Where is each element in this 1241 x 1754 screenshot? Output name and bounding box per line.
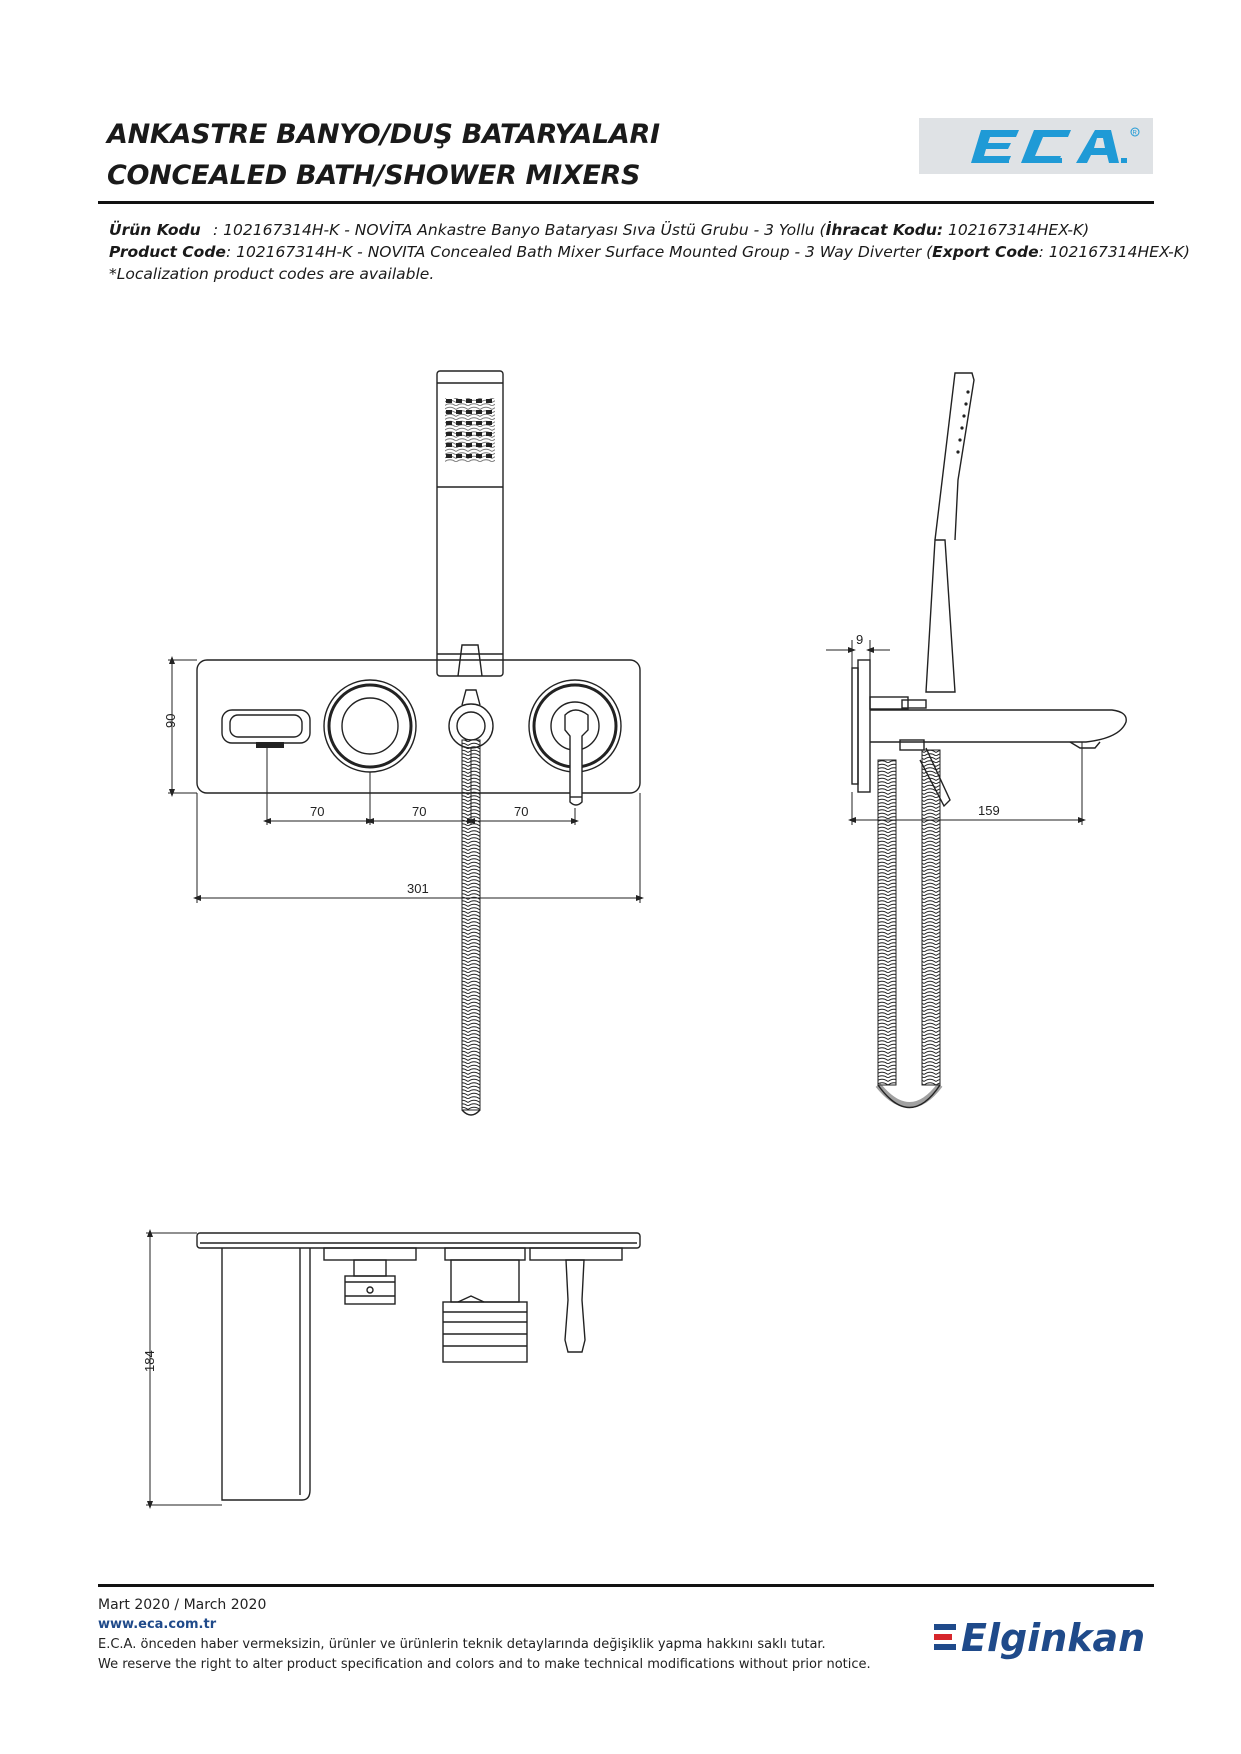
page-title: ANKASTRE BANYO/DUŞ BATARYALARI CONCEALED…	[107, 114, 660, 196]
website-link[interactable]: www.eca.com.tr	[98, 1617, 217, 1632]
dim-depth-184: 184	[142, 1350, 157, 1372]
dim-height-90: 90	[163, 714, 178, 728]
product-codes: Ürün Kodu: 102167314H-K - NOVİTA Ankastr…	[109, 219, 1190, 285]
dim-spacing-3: 70	[514, 804, 528, 819]
elginkan-logo: Elginkan	[934, 1612, 1154, 1662]
front-plate	[196, 659, 641, 794]
dim-spacing-1: 70	[310, 804, 324, 819]
top-view	[146, 1229, 641, 1509]
disclaimer-turkish: E.C.A. önceden haber vermeksizin, ürünle…	[98, 1637, 826, 1652]
dim-total-301: 301	[407, 881, 429, 896]
footer: Mart 2020 / March 2020 www.eca.com.tr E.…	[98, 1595, 871, 1675]
header-divider	[98, 201, 1154, 204]
front-dimensions	[168, 656, 644, 903]
product-code-tr: Ürün Kodu: 102167314H-K - NOVİTA Ankastr…	[109, 221, 1090, 239]
title-turkish: ANKASTRE BANYO/DUŞ BATARYALARI	[107, 119, 660, 150]
hand-shower	[436, 370, 504, 677]
dim-projection-159: 159	[978, 803, 1000, 818]
svg-text:Elginkan: Elginkan	[961, 1616, 1145, 1660]
elginkan-logo-icon: Elginkan	[934, 1616, 1145, 1660]
title-english: CONCEALED BATH/SHOWER MIXERS	[107, 160, 641, 191]
front-view	[168, 370, 644, 1116]
localization-note: *Localization product codes are availabl…	[109, 265, 435, 283]
top-dimensions	[146, 1229, 222, 1509]
footer-divider	[98, 1584, 1154, 1587]
dim-wall-offset-9: 9	[856, 632, 863, 647]
svg-text:R: R	[1133, 131, 1138, 137]
footer-date: Mart 2020 / March 2020	[98, 1597, 267, 1613]
disclaimer-english: We reserve the right to alter product sp…	[98, 1657, 871, 1672]
eca-logo-icon: R	[971, 127, 1140, 163]
eca-logo: R	[919, 118, 1153, 174]
side-dimensions	[826, 640, 1086, 825]
side-view	[826, 372, 1127, 1109]
product-code-en: Product Code: 102167314H-K - NOVITA Conc…	[109, 243, 1190, 261]
dim-spacing-2: 70	[412, 804, 426, 819]
